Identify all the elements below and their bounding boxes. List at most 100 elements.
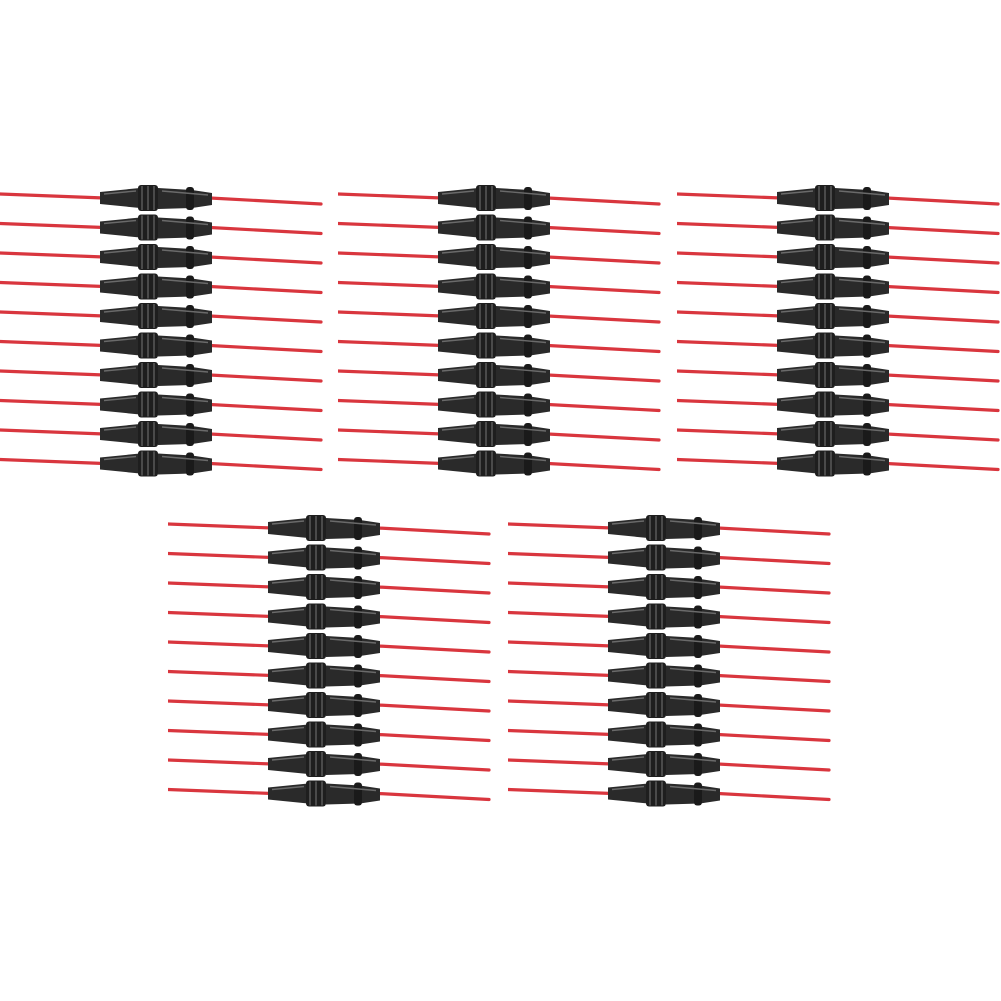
fuse-holder	[166, 574, 491, 600]
fuse-holder	[675, 332, 1000, 359]
red-wire-left	[675, 457, 783, 466]
red-wire-right	[546, 432, 661, 442]
fuse-holder-body	[438, 185, 550, 211]
fuse-holder	[336, 421, 661, 447]
red-wire-left	[166, 758, 274, 766]
red-wire-right	[208, 255, 323, 265]
red-wire-right	[208, 402, 323, 413]
red-wire-right	[716, 791, 831, 802]
red-wire-right	[885, 461, 1000, 472]
red-wire-left	[166, 699, 274, 707]
fuse-holder-body	[438, 332, 550, 359]
fuse-holder-group-2	[336, 180, 663, 490]
fuse-holder	[675, 185, 1000, 211]
red-wire-left	[506, 758, 614, 766]
fuse-holder	[166, 662, 491, 689]
red-wire-left	[675, 428, 783, 436]
fuse-holder	[506, 780, 831, 807]
red-wire-right	[716, 703, 831, 713]
fuse-holder	[675, 421, 1000, 447]
fuse-holder	[0, 185, 323, 211]
fuse-holder-body	[438, 421, 550, 447]
fuse-holder-body	[438, 303, 550, 329]
fuse-holder-body	[438, 362, 550, 388]
fuse-holder	[336, 244, 661, 270]
fuse-holder-body	[777, 244, 889, 270]
fuse-holder	[675, 391, 1000, 418]
fuse-holder-body	[608, 780, 720, 807]
fuse-holder-body	[777, 214, 889, 241]
fuse-holder	[336, 332, 661, 359]
fuse-holder	[506, 633, 831, 659]
red-wire-right	[546, 255, 661, 265]
red-wire-left	[336, 280, 444, 289]
red-wire-left	[506, 581, 614, 589]
fuse-holder-body	[268, 544, 380, 571]
fuse-holder	[336, 303, 661, 329]
red-wire-left	[506, 728, 614, 737]
red-wire-left	[0, 369, 106, 377]
fuse-holder	[675, 273, 1000, 300]
red-wire-left	[0, 428, 106, 436]
fuse-holder	[0, 421, 323, 447]
red-wire-right	[716, 585, 831, 595]
red-wire-left	[166, 669, 274, 678]
fuse-holder	[506, 662, 831, 689]
red-wire-left	[0, 251, 106, 259]
fuse-holder	[506, 574, 831, 600]
red-wire-right	[376, 585, 491, 595]
red-wire-right	[716, 644, 831, 654]
fuse-holder-body	[438, 450, 550, 477]
red-wire-left	[336, 428, 444, 436]
fuse-holder-body	[268, 780, 380, 807]
red-wire-left	[0, 339, 106, 348]
fuse-holder	[506, 692, 831, 718]
red-wire-right	[208, 343, 323, 354]
red-wire-left	[166, 610, 274, 619]
fuse-holder	[336, 391, 661, 418]
fuse-holder-body	[438, 391, 550, 418]
red-wire-right	[885, 284, 1000, 295]
red-wire-left	[336, 369, 444, 377]
red-wire-right	[546, 343, 661, 354]
fuse-holder-body	[438, 244, 550, 270]
fuse-holder	[166, 544, 491, 571]
fuse-holder-body	[777, 273, 889, 300]
red-wire-right	[376, 762, 491, 772]
fuse-holder-body	[100, 362, 212, 388]
fuse-holder	[0, 244, 323, 270]
fuse-holder-body	[100, 421, 212, 447]
fuse-holder-body	[100, 185, 212, 211]
fuse-holder	[0, 332, 323, 359]
red-wire-left	[675, 310, 783, 318]
fuse-holder-body	[777, 421, 889, 447]
fuse-holder-body	[608, 662, 720, 689]
fuse-holder	[0, 450, 323, 477]
fuse-holder-body	[777, 332, 889, 359]
fuse-holder-body	[100, 391, 212, 418]
red-wire-right	[546, 314, 661, 324]
fuse-holder	[506, 751, 831, 777]
red-wire-right	[885, 314, 1000, 324]
fuse-holder-body	[608, 603, 720, 630]
fuse-holder-body	[100, 450, 212, 477]
fuse-holder-body	[777, 303, 889, 329]
fuse-holder	[336, 362, 661, 388]
fuse-holder	[166, 751, 491, 777]
fuse-holder-body	[777, 185, 889, 211]
fuse-holder-body	[268, 692, 380, 718]
red-wire-left	[506, 610, 614, 619]
fuse-holder-body	[608, 544, 720, 571]
red-wire-right	[885, 225, 1000, 236]
red-wire-left	[506, 640, 614, 648]
red-wire-left	[675, 251, 783, 259]
red-wire-left	[336, 398, 444, 407]
fuse-holder-body	[268, 751, 380, 777]
fuse-holder	[506, 544, 831, 571]
red-wire-left	[0, 398, 106, 407]
fuse-holder	[0, 273, 323, 300]
red-wire-left	[675, 398, 783, 407]
red-wire-right	[716, 555, 831, 566]
red-wire-left	[675, 369, 783, 377]
red-wire-left	[675, 192, 783, 200]
